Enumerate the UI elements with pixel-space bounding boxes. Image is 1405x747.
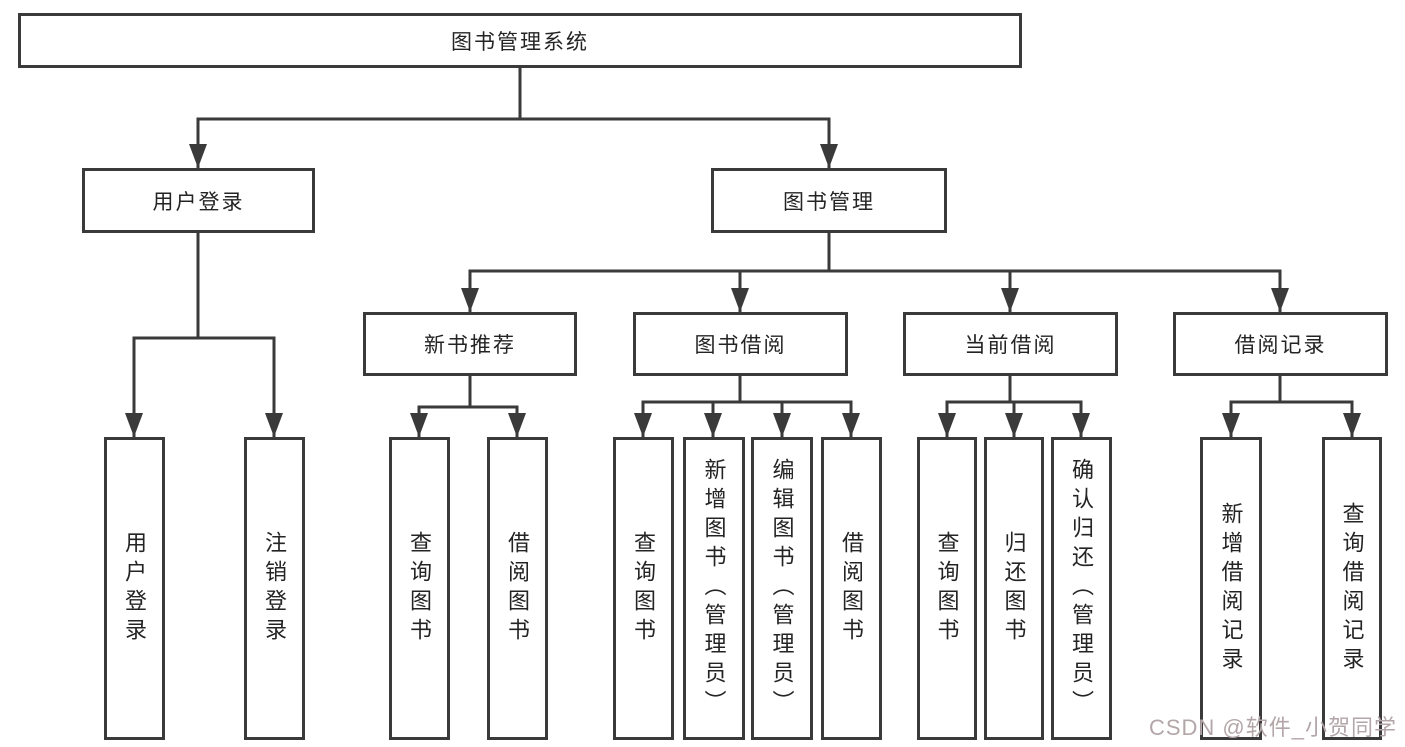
edge-new-book-recommend-to-leaves xyxy=(410,376,526,437)
leaf-borrow-add-books-admin: 新增图书（管理员） xyxy=(683,437,745,740)
leaf-user-login: 用户登录 xyxy=(104,437,165,740)
node-borrow-records: 借阅记录 xyxy=(1173,312,1388,376)
edge-user-login-to-leaves xyxy=(125,233,283,437)
node-book-borrow-label: 图书借阅 xyxy=(694,334,787,357)
leaf-borrow-borrow-books: 借阅图书 xyxy=(821,437,882,740)
edge-root-to-level2 xyxy=(189,68,838,168)
leaf-current-query-books-label: 查询图书 xyxy=(934,530,960,647)
leaf-newbooks-query-books-label: 查询图书 xyxy=(407,530,433,647)
leaf-current-query-books: 查询图书 xyxy=(917,437,977,740)
leaf-current-return-books-label: 归还图书 xyxy=(1001,530,1027,647)
edge-book-management-to-level3 xyxy=(461,233,1289,312)
node-borrow-records-label: 借阅记录 xyxy=(1234,334,1327,357)
leaf-records-query-record-label: 查询借阅记录 xyxy=(1339,501,1365,676)
leaf-borrow-query-books-label: 查询图书 xyxy=(631,530,657,647)
node-book-borrow: 图书借阅 xyxy=(633,312,848,376)
leaf-records-add-record: 新增借阅记录 xyxy=(1200,437,1262,740)
edge-current-borrow-to-leaves xyxy=(938,376,1090,437)
leaf-logout-label: 注销登录 xyxy=(262,530,288,647)
node-current-borrow: 当前借阅 xyxy=(903,312,1118,376)
node-new-book-recommend-label: 新书推荐 xyxy=(424,334,516,357)
leaf-borrow-edit-books-admin: 编辑图书（管理员） xyxy=(751,437,813,740)
node-user-login: 用户登录 xyxy=(82,168,315,233)
leaf-newbooks-query-books: 查询图书 xyxy=(389,437,450,740)
leaf-borrow-borrow-books-label: 借阅图书 xyxy=(839,530,865,647)
edge-borrow-records-to-leaves xyxy=(1222,376,1361,437)
leaf-logout: 注销登录 xyxy=(244,437,305,740)
csdn-watermark: CSDN @软件_小贺同学 xyxy=(1148,715,1397,740)
leaf-borrow-edit-books-admin-label: 编辑图书（管理员） xyxy=(769,458,795,719)
leaf-newbooks-borrow-books-label: 借阅图书 xyxy=(505,530,531,647)
node-root: 图书管理系统 xyxy=(18,13,1022,68)
node-current-borrow-label: 当前借阅 xyxy=(964,334,1057,357)
leaf-current-confirm-return-admin-label: 确认归还（管理员） xyxy=(1069,458,1095,719)
leaf-borrow-query-books: 查询图书 xyxy=(613,437,674,740)
leaf-records-query-record: 查询借阅记录 xyxy=(1322,437,1382,740)
node-book-management: 图书管理 xyxy=(711,168,947,233)
node-user-login-label: 用户登录 xyxy=(152,190,245,214)
node-new-book-recommend: 新书推荐 xyxy=(363,312,577,376)
node-book-management-label: 图书管理 xyxy=(783,190,875,214)
leaf-newbooks-borrow-books: 借阅图书 xyxy=(487,437,548,740)
leaf-user-login-label: 用户登录 xyxy=(122,530,148,647)
leaf-borrow-add-books-admin-label: 新增图书（管理员） xyxy=(701,458,727,719)
leaf-current-return-books: 归还图书 xyxy=(984,437,1044,740)
leaf-records-add-record-label: 新增借阅记录 xyxy=(1218,501,1244,676)
leaf-current-confirm-return-admin: 确认归还（管理员） xyxy=(1051,437,1112,740)
node-root-label: 图书管理系统 xyxy=(451,30,589,54)
edge-book-borrow-to-leaves xyxy=(634,376,860,437)
